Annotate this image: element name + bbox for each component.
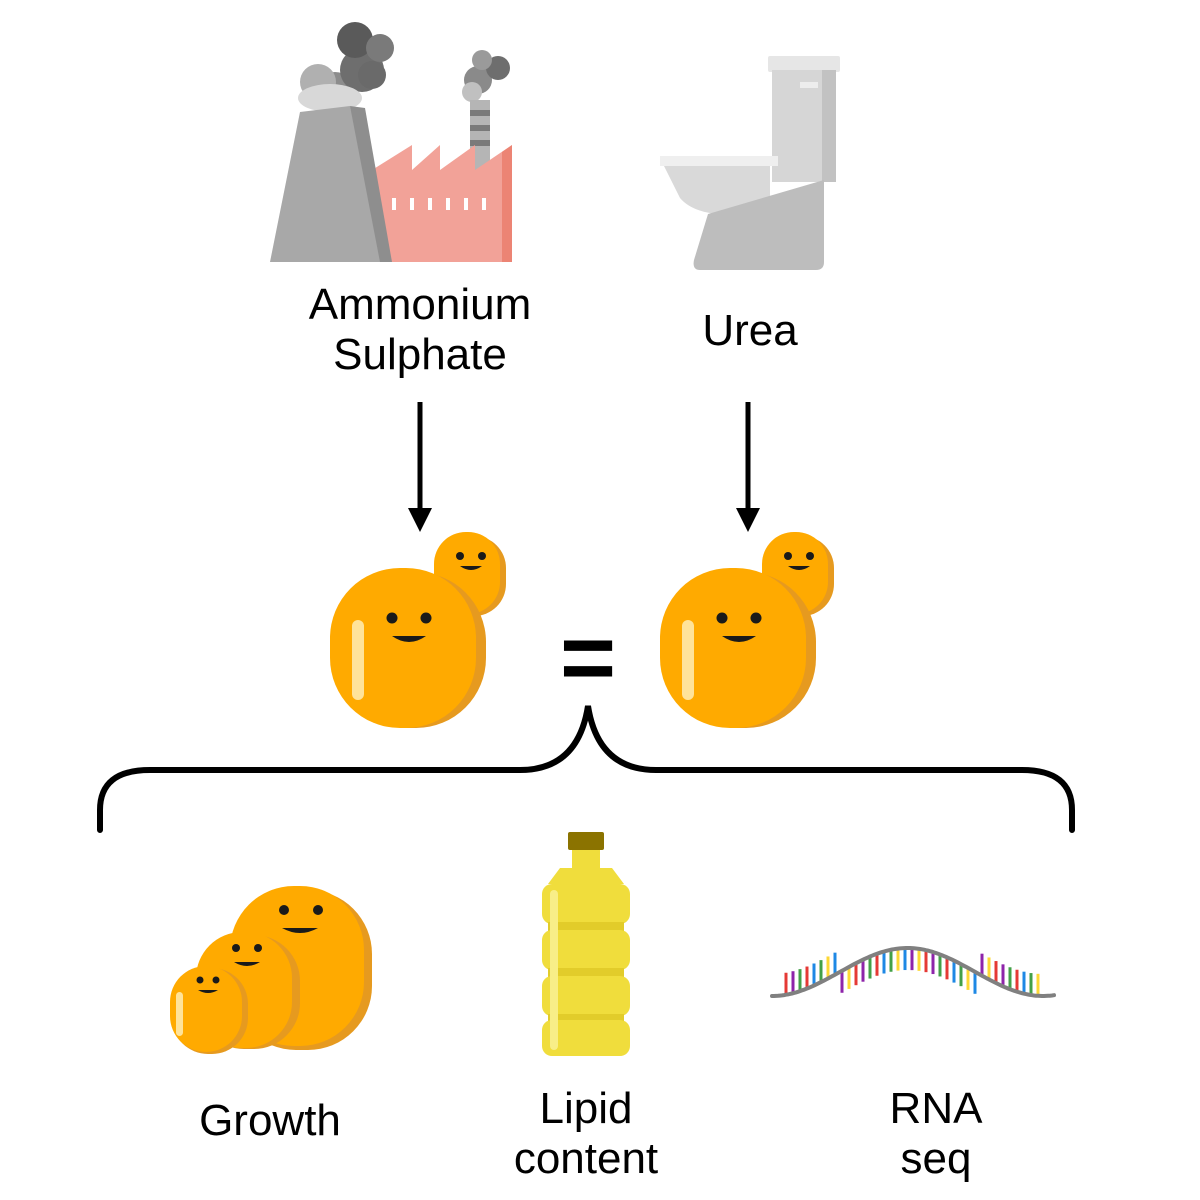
yeast-colony-icon: [170, 886, 372, 1054]
toilet-icon: [660, 56, 840, 270]
label-lipid-line2: content: [513, 1134, 659, 1183]
brace: [97, 705, 1075, 833]
label-rna-line2: seq: [900, 1134, 972, 1183]
label-rna-seq: RNA seq: [836, 1084, 1036, 1184]
oil-bottle-icon: [542, 832, 630, 1056]
rna-backbone: [770, 946, 1056, 998]
yeast-cell-icon-left: [330, 532, 506, 728]
yeast-cell-icon-right: [660, 532, 834, 728]
label-ammonium-line1: Ammonium: [308, 280, 532, 329]
label-rna-line1: RNA: [889, 1084, 983, 1133]
rna-strand-icon: [770, 946, 1056, 998]
label-ammonium-sulphate: Ammonium Sulphate: [270, 280, 570, 380]
label-lipid-line1: Lipid: [539, 1084, 633, 1133]
label-lipid-content: Lipid content: [486, 1084, 686, 1184]
label-urea: Urea: [702, 306, 798, 355]
factory-icon: [270, 22, 512, 262]
label-ammonium-line2: Sulphate: [333, 330, 507, 379]
equals-sign: =: [559, 604, 617, 711]
label-growth: Growth: [199, 1096, 341, 1145]
